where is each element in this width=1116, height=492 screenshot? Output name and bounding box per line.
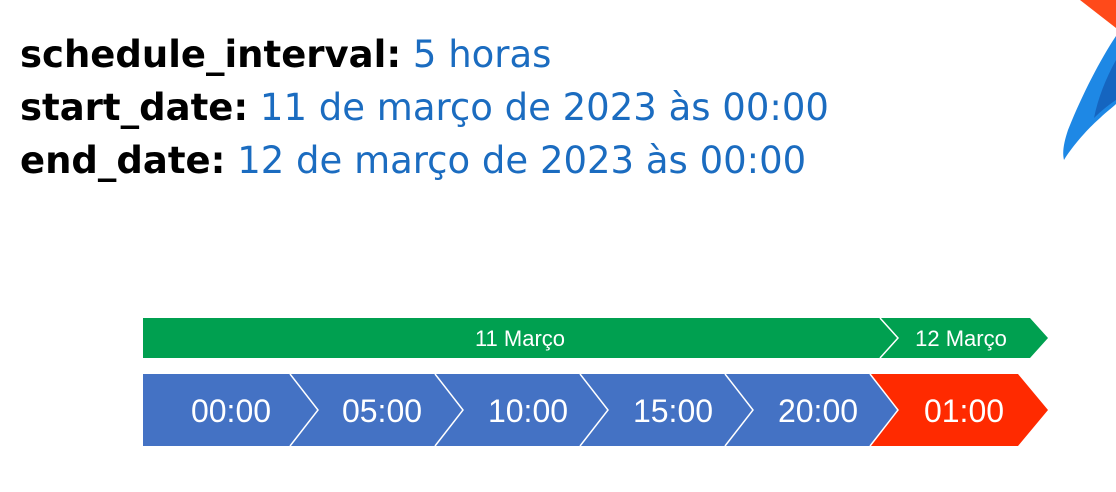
start-date-key: start_date: [20,86,249,129]
run-divider-4 [724,373,754,447]
end-date-value: 12 de março de 2023 às 00:00 [237,139,807,182]
run-label-1500: 15:00 [633,393,713,429]
run-segment-1500 [580,374,753,446]
run-segment-2000 [725,374,898,446]
day-segment-12-marco [880,318,1048,358]
run-segment-0500 [290,374,463,446]
run-segment-0000 [143,374,318,446]
run-label-0000: 00:00 [191,393,271,429]
run-label-1000: 10:00 [488,393,568,429]
schedule-interval-key: schedule_interval: [20,33,402,76]
day-divider [879,317,900,359]
run-bar: 00:00 05:00 10:00 15:00 20:00 01:00 [143,373,1048,447]
run-segment-0100 [870,374,1048,446]
day-segment-11-marco [143,318,898,358]
start-date-line: start_date: 11 de março de 2023 às 00:00 [20,81,829,134]
run-label-2000: 20:00 [778,393,858,429]
start-date-value: 11 de março de 2023 às 00:00 [259,86,829,129]
run-label-0100: 01:00 [924,393,1004,429]
run-segment-1000 [435,374,608,446]
day-label-12-marco: 12 Março [915,326,1007,351]
end-date-key: end_date: [20,139,226,182]
day-label-11-marco: 11 Março [475,326,565,351]
run-divider-2 [434,373,464,447]
airflow-logo-icon [1063,0,1116,160]
day-bar: 11 Março 12 Março [143,317,1048,359]
run-divider-3 [579,373,609,447]
run-divider-5 [869,373,899,447]
run-divider-1 [289,373,319,447]
parameter-list: schedule_interval: 5 horas start_date: 1… [20,28,829,187]
schedule-interval-line: schedule_interval: 5 horas [20,28,829,81]
schedule-interval-value: 5 horas [412,33,552,76]
end-date-line: end_date: 12 de março de 2023 às 00:00 [20,134,829,187]
run-label-0500: 05:00 [342,393,422,429]
